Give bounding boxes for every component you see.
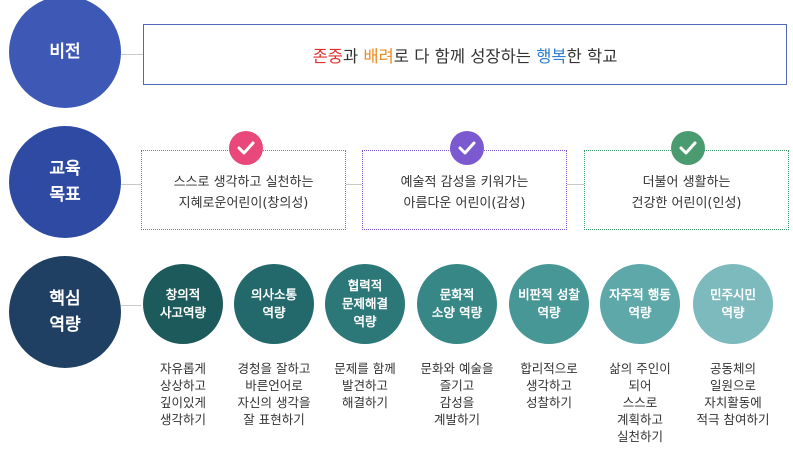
goal-box-creativity: 스스로 생각하고 실천하는 지혜로운어린이(창의성) [141, 150, 346, 230]
goal-connector-2 [346, 184, 362, 185]
goal-connector-3 [567, 184, 584, 185]
competency-description: 자유롭게 상상하고 깊이있게 생각하기 [159, 361, 206, 427]
competency-cultural-literacy: 문화적 소양 역량 [417, 264, 497, 344]
competency-collaborative-problem-solving: 협력적 문제해결 역량 [325, 264, 405, 344]
goal-box-emotion: 예술적 감성을 키워가는 아름다운 어린이(감성) [362, 150, 567, 230]
check-icon [229, 131, 263, 165]
competency-communication: 의사소통 역량 [234, 264, 314, 344]
vision-text-3: 한 학교 [566, 46, 618, 66]
competency-creative-thinking: 창의적 사고역량 [143, 264, 223, 344]
competency-description: 삶의 주인이 되어 스스로 계획하고 실천하기 [609, 361, 671, 444]
competency-description: 합리적으로 생각하고 성찰하기 [520, 361, 578, 410]
vision-text-2: 로 다 함께 성장하는 [393, 46, 537, 66]
goal-connector [121, 184, 141, 185]
competency-critical-reflection: 비판적 성찰 역량 [509, 264, 589, 344]
competency-description: 문화와 예술을 즐기고 감성을 계발하기 [420, 361, 494, 427]
check-icon [450, 131, 484, 165]
vision-connector [121, 54, 143, 55]
core-connector [121, 305, 141, 306]
vision-word-happiness: 행복 [536, 46, 567, 66]
vision-word-respect: 존중 [312, 46, 343, 66]
vision-word-consideration: 배려 [363, 46, 394, 66]
competency-description: 문제를 함께 발견하고 해결하기 [334, 361, 396, 410]
check-icon [671, 131, 705, 165]
competency-autonomous-action: 자주적 행동 역량 [600, 264, 680, 344]
vision-text-1: 과 [342, 46, 364, 66]
goal-label-circle: 교육 목표 [9, 126, 121, 238]
competency-democratic-citizenship: 민주시민 역량 [693, 264, 773, 344]
core-label-circle: 핵심 역량 [9, 256, 121, 368]
goal-box-character: 더불어 생활하는 건강한 어린이(인성) [584, 150, 789, 230]
vision-label-circle: 비전 [9, 0, 121, 108]
competency-description: 공동체의 일원으로 자치활동에 적극 참여하기 [696, 361, 770, 427]
competency-description: 경청을 잘하고 바른언어로 자신의 생각을 잘 표현하기 [237, 361, 311, 427]
